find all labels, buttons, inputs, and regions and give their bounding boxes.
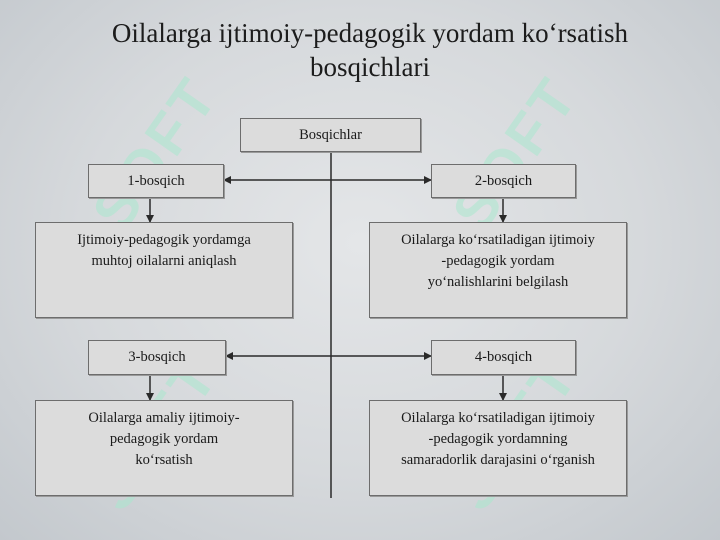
stage-2-label: 2-bosqich bbox=[474, 172, 533, 189]
page-title: Oilalarga ijtimoiy-pedagogik yordam ko‘r… bbox=[0, 16, 720, 84]
stage-3-desc-line: pedagogik yordam bbox=[109, 431, 219, 447]
stage-4-label: 4-bosqich bbox=[474, 349, 533, 365]
stage-2-desc-line: yo‘nalishlarini belgilash bbox=[427, 274, 569, 290]
stage-1-desc-line: muhtoj oilalarni aniqlash bbox=[91, 253, 237, 269]
stage-4-description: Oilalarga ko‘rsatiladigan ijtimoiy -peda… bbox=[369, 400, 627, 496]
stage-3-box: 3-bosqich bbox=[88, 340, 226, 375]
stage-1-box: 1-bosqich bbox=[88, 164, 224, 198]
stage-4-desc-line: Oilalarga ko‘rsatiladigan ijtimoiy bbox=[401, 410, 595, 426]
root-label: Bosqichlar bbox=[299, 126, 362, 143]
title-line-1: Oilalarga ijtimoiy-pedagogik yordam ko‘r… bbox=[111, 18, 629, 48]
stage-3-desc-line: Oilalarga amaliy ijtimoiy- bbox=[88, 410, 240, 426]
stage-1-label: 1-bosqich bbox=[127, 172, 185, 189]
stage-3-desc-line: ko‘rsatish bbox=[135, 452, 193, 468]
stage-4-box: 4-bosqich bbox=[431, 340, 576, 375]
stage-3-description: Oilalarga amaliy ijtimoiy- pedagogik yor… bbox=[35, 400, 293, 496]
stage-1-desc-line: Ijtimoiy-pedagogik yordamga bbox=[77, 232, 251, 248]
root-box: Bosqichlar bbox=[240, 118, 421, 152]
stage-2-desc-line: Oilalarga ko‘rsatiladigan ijtimoiy bbox=[401, 232, 595, 248]
stage-4-desc-line: samaradorlik darajasini o‘rganish bbox=[401, 452, 595, 468]
stage-3-label: 3-bosqich bbox=[128, 349, 186, 365]
stage-2-desc-line: -pedagogik yordam bbox=[441, 253, 555, 269]
title-line-2: bosqichlari bbox=[310, 52, 430, 82]
stage-2-description: Oilalarga ko‘rsatiladigan ijtimoiy -peda… bbox=[369, 222, 627, 318]
stage-1-description: Ijtimoiy-pedagogik yordamga muhtoj oilal… bbox=[35, 222, 293, 318]
stage-4-desc-line: -pedagogik yordamning bbox=[428, 431, 568, 447]
stage-2-box: 2-bosqich bbox=[431, 164, 576, 198]
